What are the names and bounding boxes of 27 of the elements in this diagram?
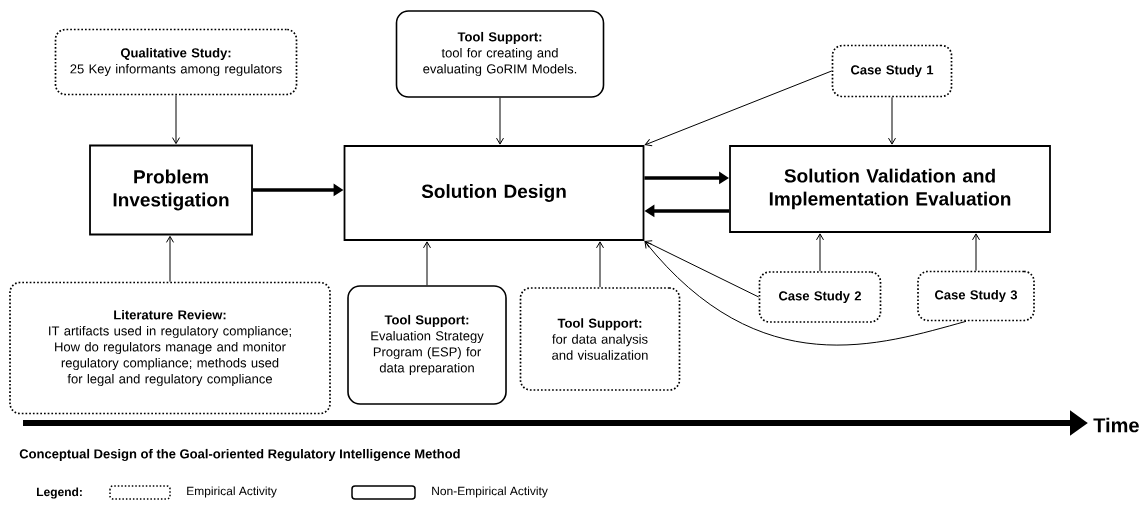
arrow [423, 241, 431, 286]
arrow [166, 235, 174, 283]
legend-label: Non-Empirical Activity [432, 486, 548, 498]
arrow [644, 70, 833, 147]
axis-label: Time [1093, 417, 1139, 433]
arrow [972, 233, 980, 272]
legend-title: Legend: [37, 487, 82, 499]
arrow [644, 241, 967, 346]
arrow [172, 94, 180, 145]
process-box: Solution Design [343, 145, 645, 241]
arrow [888, 96, 896, 145]
arrow [596, 241, 604, 288]
arrow [816, 233, 824, 272]
arrow [496, 97, 504, 145]
empirical-activity-box: Qualitative Study: 25 Key informants among regulators [54, 28, 298, 96]
empirical-activity-box: Case Study 3 [917, 270, 1035, 322]
empirical-activity-box: Literature Review: IT artifacts used in regulatory compliance; How do regulators manage and monitor regulatory compliance; methods used for legal and regulatory compliance [9, 281, 331, 415]
empirical-activity-box: Case Study 2 [758, 271, 882, 323]
empirical-activity-box: Tool Support: for data analysis and visualization [519, 287, 681, 391]
process-box: Solution Validation and Implementation Evaluation [729, 145, 1051, 233]
empirical-activity-box: Case Study 1 [831, 44, 953, 98]
caption: Conceptual Design of the Goal-oriented Regulatory Intelligence Method [19, 448, 460, 462]
process-box: Problem Investigation [89, 144, 253, 236]
tool-support-box: Tool Support: Evaluation Strategy Program (ESP) for data preparation [347, 285, 507, 405]
arrow [644, 240, 760, 298]
tool-support-box: Tool Support: tool for creating and evaluating GoRIM Models. [395, 10, 605, 98]
legend-label: Empirical Activity [187, 486, 277, 498]
